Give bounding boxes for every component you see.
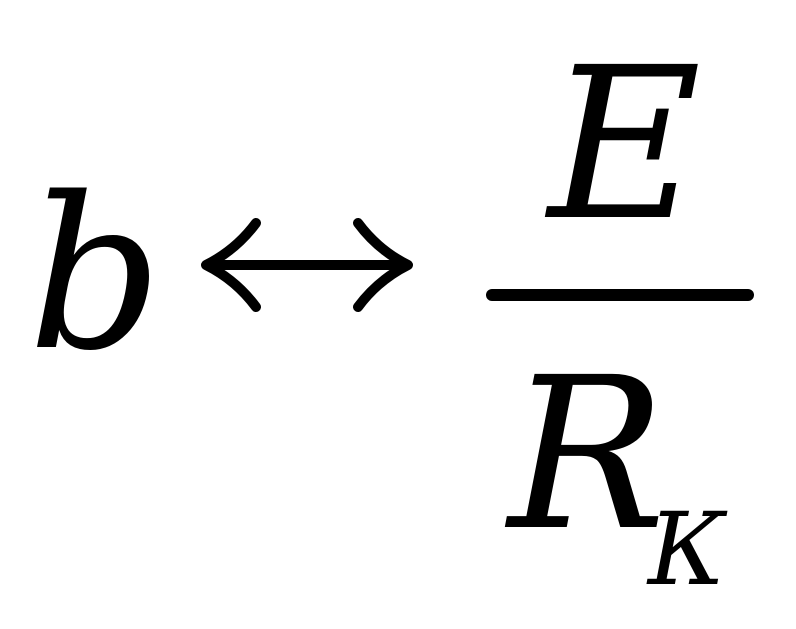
denominator-subscript-k: К <box>648 491 726 608</box>
denominator-r: R <box>508 332 667 577</box>
double-arrow-icon <box>201 218 413 312</box>
variable-b: b <box>28 152 163 397</box>
numerator-e: E <box>548 22 702 267</box>
fraction-bar <box>486 289 754 301</box>
